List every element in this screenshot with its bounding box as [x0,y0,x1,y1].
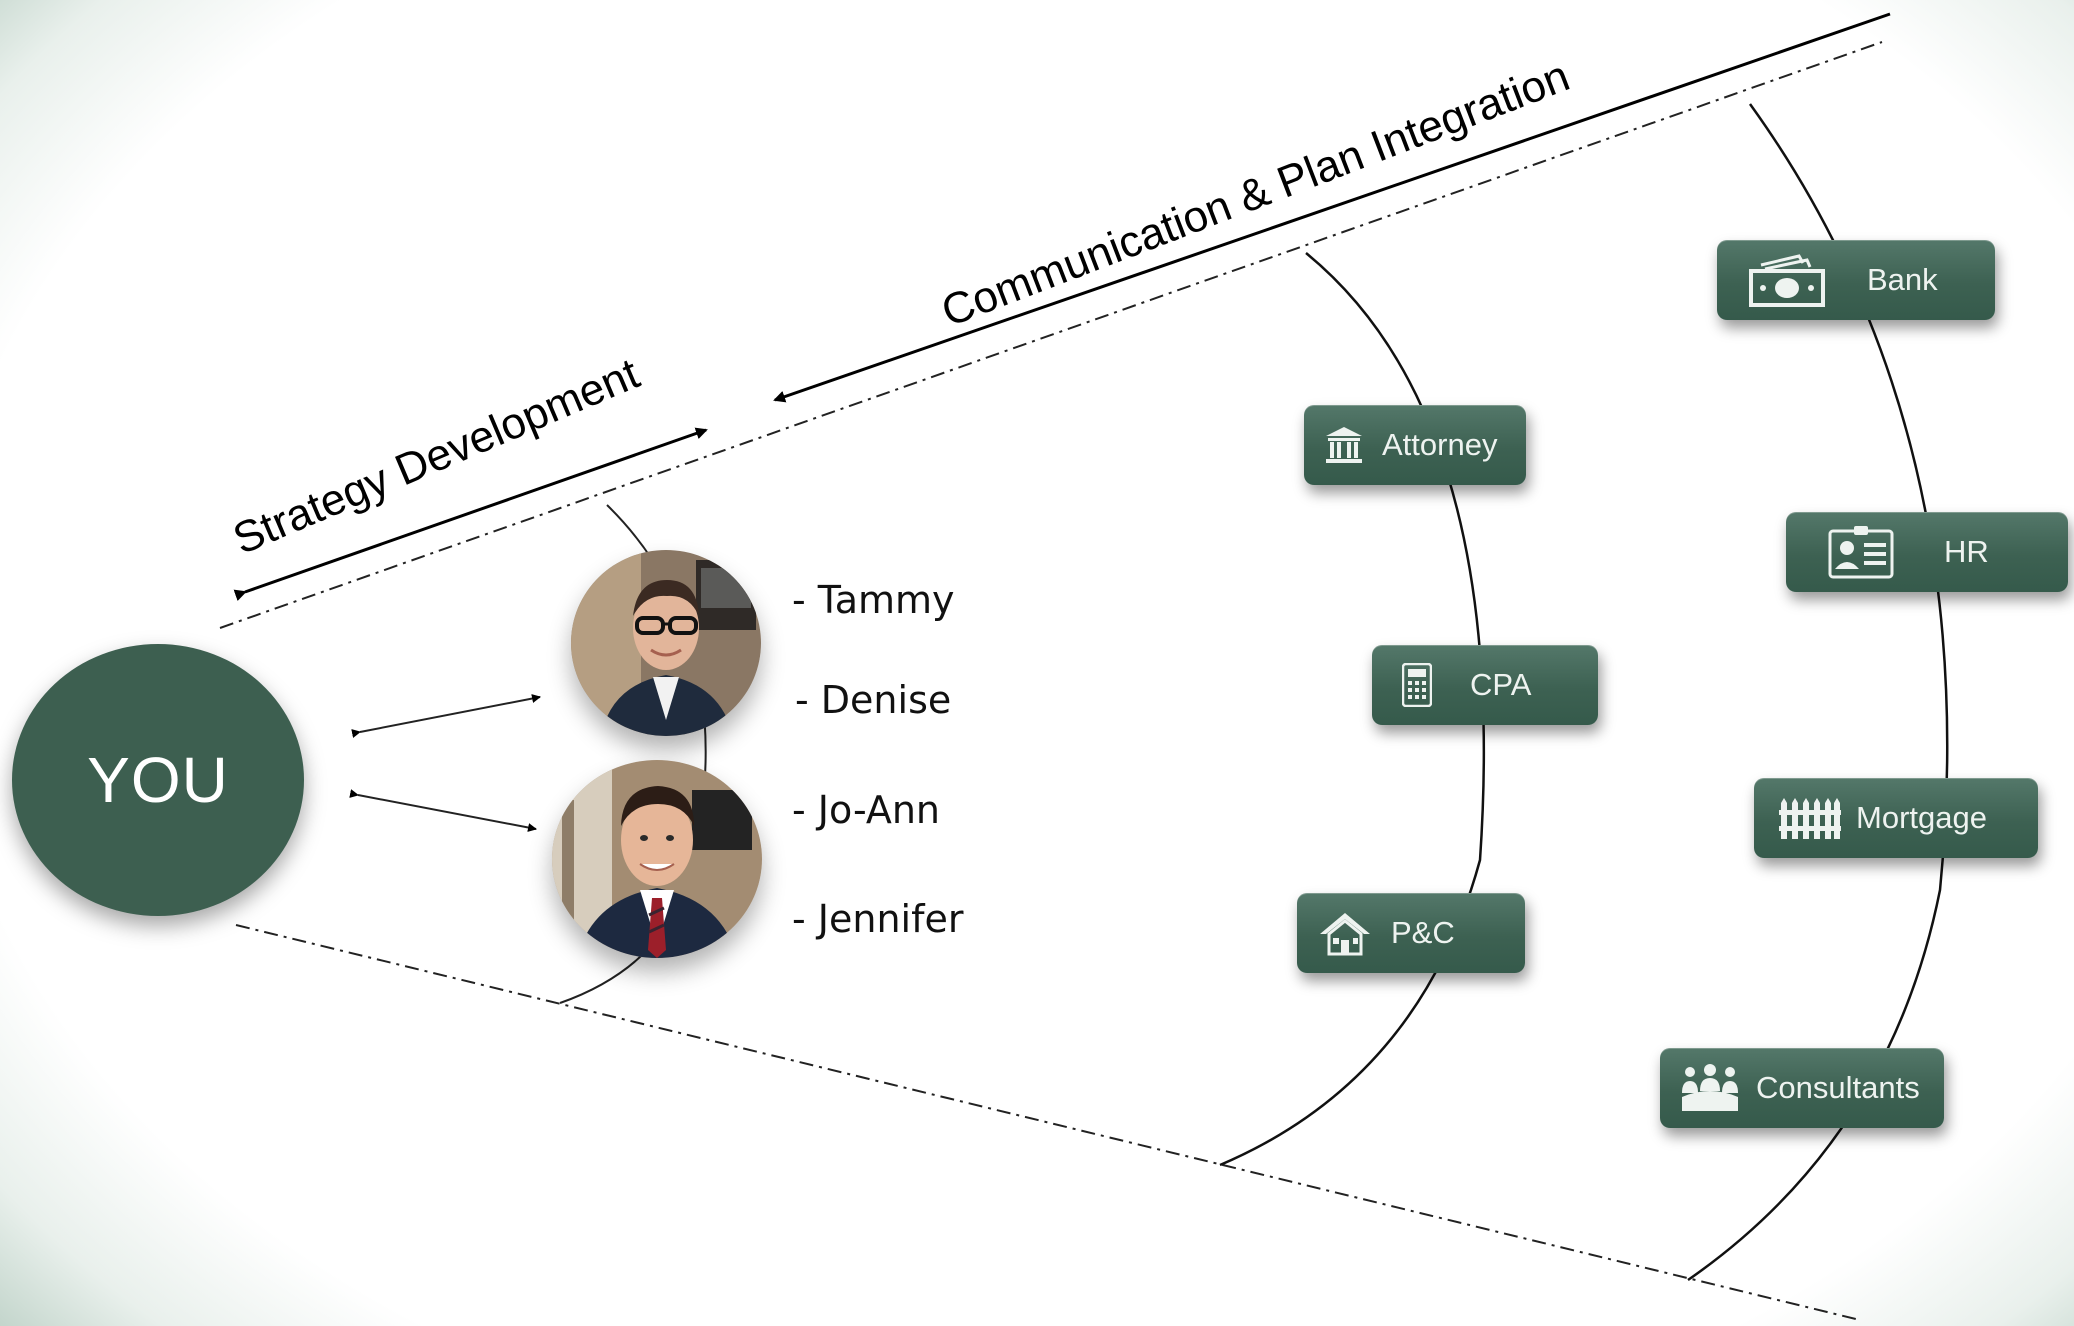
pc-node[interactable]: P&C [1297,893,1525,973]
mortgage-node[interactable]: Mortgage [1754,778,2038,858]
cone-lower-line [235,924,1861,1321]
calculator-icon [1402,663,1432,707]
cpa-label: CPA [1470,667,1532,702]
team-name-3: - Jo-Ann [792,788,940,832]
fence-icon [1778,795,1842,841]
communication-arrow [773,12,1891,403]
team-member-photo-1 [571,550,761,736]
mortgage-label: Mortgage [1856,800,1987,835]
team-arrow-upper [351,694,541,738]
people-group-icon [1680,1063,1740,1113]
communication-plan-integration-label: Communication & Plan Integration [935,51,1576,337]
strategy-arrow [233,427,708,601]
consultants-label: Consultants [1756,1070,1920,1105]
inner-professionals-arc [1219,252,1486,1167]
attorney-label: Attorney [1382,427,1498,462]
house-icon [1317,910,1373,956]
cpa-node[interactable]: CPA [1372,645,1598,725]
you-circle: YOU [12,644,304,916]
attorney-node[interactable]: Attorney [1304,405,1526,485]
pc-label: P&C [1391,915,1455,950]
bank-node[interactable]: Bank [1717,240,1995,320]
hr-label: HR [1944,534,1989,569]
money-icon [1749,253,1825,307]
id-badge-icon [1828,525,1894,579]
you-label: YOU [87,744,229,816]
team-name-1: - Tammy [792,578,955,622]
consultants-node[interactable]: Consultants [1660,1048,1944,1128]
bank-label: Bank [1867,262,1938,297]
team-name-4: - Jennifer [792,897,964,941]
team-arrow-lower [349,789,537,832]
strategy-development-label: Strategy Development [226,348,647,565]
team-member-photo-2 [552,760,762,958]
team-name-2: - Denise [795,678,952,722]
courthouse-icon [1324,425,1364,465]
hr-node[interactable]: HR [1786,512,2068,592]
